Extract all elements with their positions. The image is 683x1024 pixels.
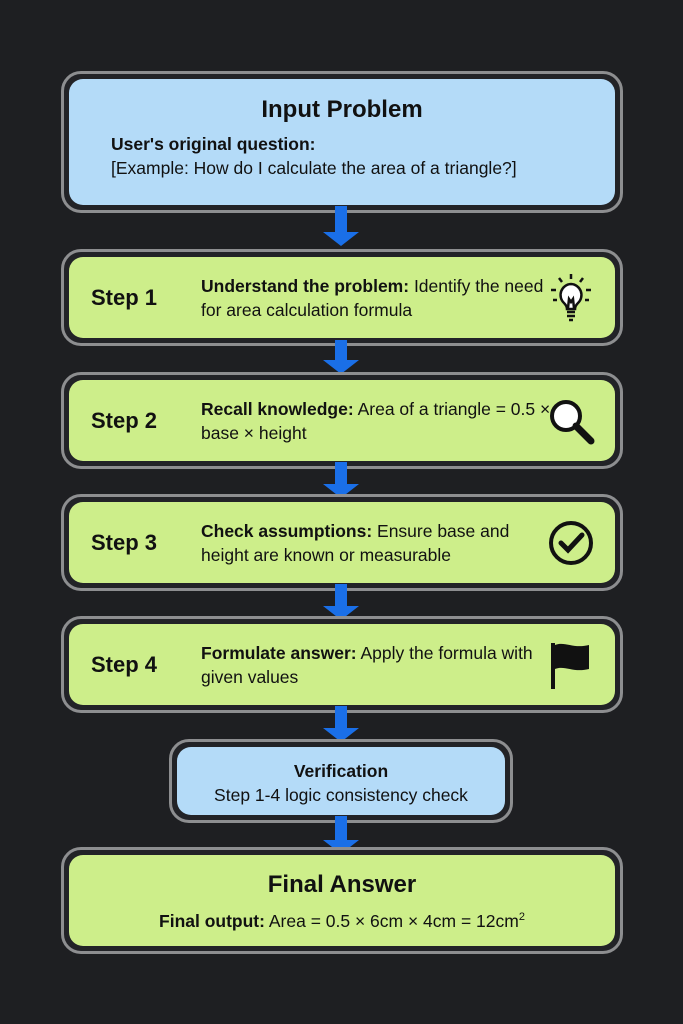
- step-label: Step 4: [91, 651, 158, 677]
- check-circle-icon: [549, 520, 593, 565]
- step-description: Formulate answer: Apply the formula with…: [201, 642, 533, 687]
- arrow-down: [323, 340, 359, 374]
- step-label: Step 1: [91, 284, 158, 310]
- input-problem-title: Input Problem: [261, 96, 423, 123]
- step-description: Understand the problem: Identify the nee…: [201, 275, 544, 320]
- step-label: Step 2: [91, 407, 158, 433]
- arrow-down: [323, 706, 359, 742]
- step-2-box: Step 2 Recall knowledge: Area of a trian…: [61, 372, 623, 469]
- arrow-down: [323, 206, 359, 246]
- step-4-box: Step 4 Formulate answer: Apply the formu…: [61, 616, 623, 713]
- flag-icon: [551, 642, 589, 689]
- step-label: Step 3: [91, 529, 158, 555]
- step-description: Recall knowledge: Area of a triangle = 0…: [201, 398, 551, 443]
- step-3-box: Step 3 Check assumptions: Ensure base an…: [61, 494, 623, 591]
- verification-title: Verification: [293, 761, 389, 781]
- arrow-down: [323, 462, 359, 498]
- verification-text: Step 1-4 logic consistency check: [214, 785, 468, 805]
- step-description: Check assumptions: Ensure base and heigh…: [201, 520, 510, 565]
- verification-box: Verification Step 1-4 logic consistency …: [169, 739, 513, 823]
- input-problem-box: Input Problem User's original question: …: [61, 71, 623, 213]
- final-output: Final output: Area = 0.5 × 6cm × 4cm = 1…: [159, 911, 525, 931]
- magnifier-icon: [550, 399, 595, 444]
- lightbulb-icon: [551, 273, 591, 321]
- final-answer-box: Final Answer Final output: Area = 0.5 × …: [61, 847, 623, 954]
- final-answer-title: Final Answer: [267, 871, 417, 898]
- question-text: [Example: How do I calculate the area of…: [111, 158, 517, 178]
- arrow-down: [323, 584, 359, 620]
- step-1-box: Step 1 Understand the problem: Identify …: [61, 249, 623, 346]
- question-label: User's original question:: [111, 134, 316, 154]
